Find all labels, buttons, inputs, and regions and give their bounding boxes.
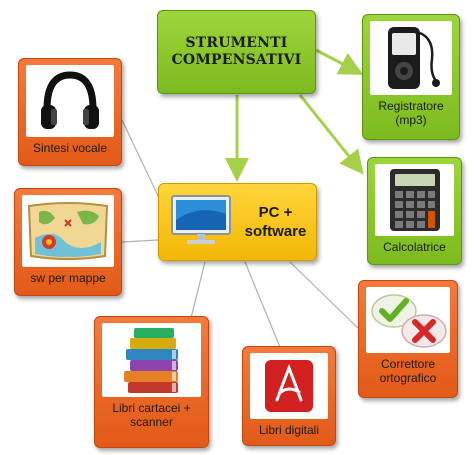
- root-node: STRUMENTI COMPENSATIVI: [157, 10, 316, 94]
- root-title-line1: STRUMENTI: [185, 35, 288, 51]
- label-registratore-line2: (mp3): [395, 113, 427, 127]
- node-calcolatrice: Calcolatrice: [367, 157, 462, 265]
- node-correttore-ortografico: Correttore ortografico: [358, 280, 458, 398]
- node-libri-cartacei: Libri cartacei + scanner: [94, 316, 209, 448]
- root-title-line2: COMPENSATIVI: [171, 52, 302, 68]
- hub-title-line1: PC +: [258, 204, 293, 221]
- label-sw-per-mappe: sw per mappe: [30, 271, 106, 285]
- hub-title-line2: software: [244, 223, 307, 240]
- label-registratore-line1: Registratore: [378, 99, 444, 113]
- label-libri-cartacei-line2: scanner: [130, 415, 173, 429]
- link-libri-digitali: [244, 261, 283, 353]
- node-sw-per-mappe: sw per mappe: [14, 188, 122, 296]
- node-registratore: Registratore (mp3): [362, 14, 460, 140]
- label-sintesi-vocale: Sintesi vocale: [32, 141, 108, 155]
- label-correttore-line2: ortografico: [379, 371, 437, 385]
- headphones-icon: [26, 65, 114, 137]
- label-correttore-line1: Correttore: [380, 357, 436, 371]
- check-cross-bubbles-icon: [366, 287, 450, 353]
- label-libri-digitali: Libri digitali: [258, 423, 320, 437]
- node-sintesi-vocale: Sintesi vocale: [18, 58, 122, 166]
- link-libri-cartacei: [189, 261, 206, 323]
- link-sintesi: [121, 119, 161, 201]
- arrow-root-calcolatrice: [298, 94, 364, 175]
- label-libri-cartacei-line1: Libri cartacei +: [112, 401, 191, 415]
- calculator-icon: [375, 164, 454, 236]
- label-calcolatrice: Calcolatrice: [383, 240, 446, 254]
- arrow-root-registratore: [315, 48, 364, 75]
- treasure-map-icon: [22, 195, 114, 267]
- link-correttore: [289, 261, 361, 331]
- link-mappe: [121, 239, 159, 243]
- monitor-icon: [169, 192, 233, 253]
- hub-node: PC + software: [158, 183, 317, 261]
- pdf-icon: [250, 353, 328, 419]
- mp3-player-icon: [370, 21, 452, 95]
- book-stack-icon: [102, 323, 201, 397]
- node-libri-digitali: Libri digitali: [242, 346, 336, 446]
